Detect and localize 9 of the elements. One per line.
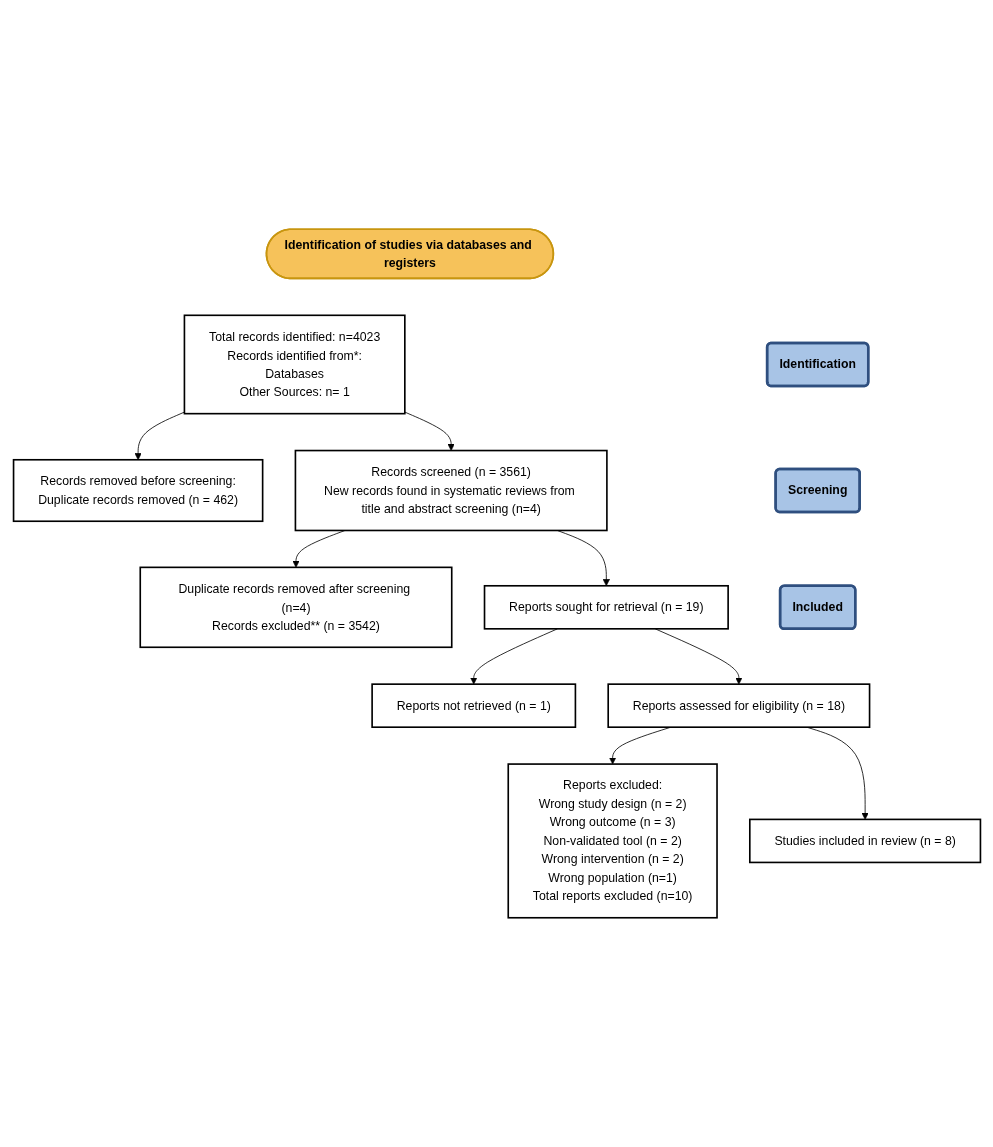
node-box: Reports not retrieved (n = 1) <box>370 683 576 728</box>
node-box: Records removed before screening: Duplicate records removed (n = 462) <box>12 458 263 523</box>
node-box: Reports sought for retrieval (n = 19) <box>483 584 729 630</box>
node-box: Duplicate records removed after screening (n=4) Records excluded** (n = 3542) <box>138 566 453 649</box>
node-box: Reports excluded: Wrong study design (n = 2) Wrong outcome (n = 3) Non-validated tool (n = 2) Wrong intervention (n = 2) Wrong population (n=1) Total reports excluded (n=10) <box>506 763 718 919</box>
node-box: Studies included in review (n = 8) <box>748 818 981 864</box>
node-box: Records screened (n = 3561) New records found in systematic reviews from title and abstract screening (n=4) <box>294 449 608 532</box>
node-box: Total records identified: n=4023 Records identified from*: Databases Other Sources: n= 1 <box>183 314 406 415</box>
node-box: Reports assessed for eligibility (n = 18) <box>606 683 870 728</box>
